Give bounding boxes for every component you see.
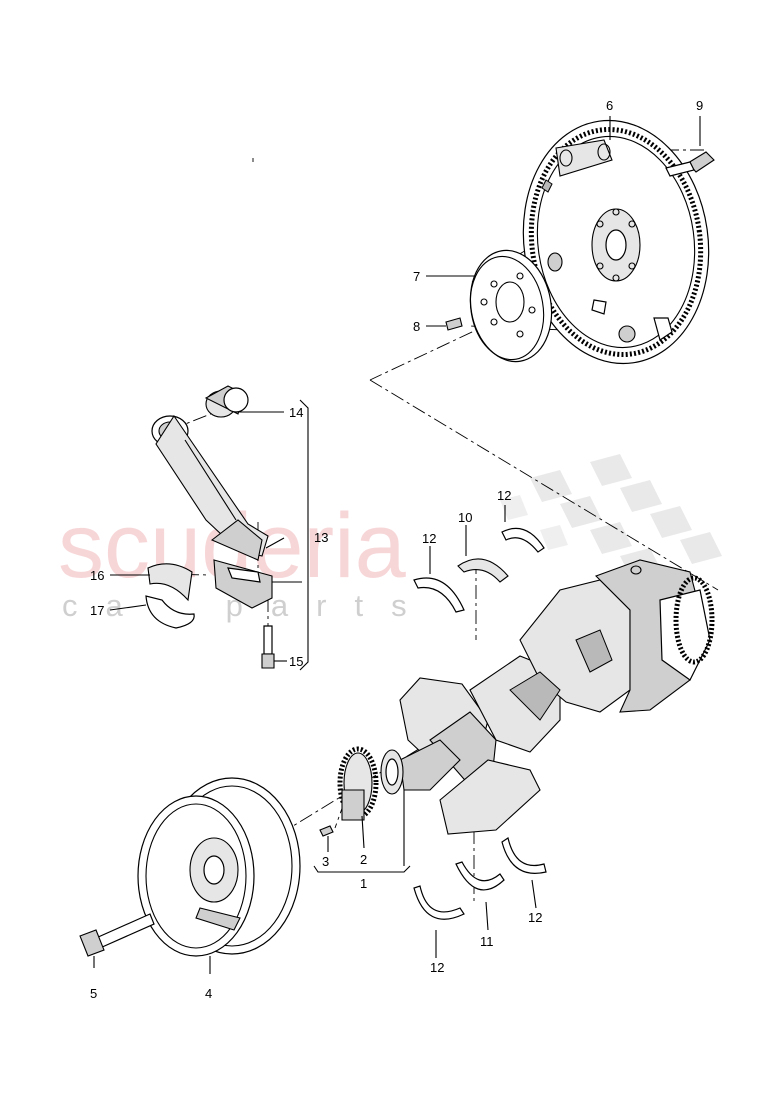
rod-bearing-shells xyxy=(145,563,195,629)
callout-10: 10 xyxy=(458,510,472,525)
callout-6: 6 xyxy=(606,98,613,113)
callout-1: 1 xyxy=(360,876,367,891)
callout-12-right: 12 xyxy=(528,910,542,925)
callout-8: 8 xyxy=(413,319,420,334)
adapter-plate xyxy=(469,249,553,363)
callout-3: 3 xyxy=(322,854,329,869)
vibration-damper xyxy=(137,777,301,957)
callout-labels: 1 2 3 4 5 6 7 8 9 10 11 12 12 12 12 13 1… xyxy=(90,98,703,1001)
leader-lines xyxy=(93,116,701,974)
flywheel-drive-plate xyxy=(522,119,710,365)
callout-5: 5 xyxy=(90,986,97,1001)
callout-12-bottom: 12 xyxy=(430,960,444,975)
crankshaft xyxy=(399,559,715,835)
callout-14: 14 xyxy=(289,405,303,420)
callout-2: 2 xyxy=(360,852,367,867)
callout-13: 13 xyxy=(314,530,328,545)
callout-4: 4 xyxy=(205,986,212,1001)
crankshaft-sprocket xyxy=(337,746,404,821)
dowel-pin xyxy=(445,317,463,331)
callout-12-left: 12 xyxy=(422,531,436,546)
main-bearing-shells xyxy=(413,527,547,920)
woodruff-key xyxy=(319,825,334,837)
connecting-rod xyxy=(151,415,273,609)
callout-15: 15 xyxy=(289,654,303,669)
damper-bolt xyxy=(79,913,155,957)
callout-12-top: 12 xyxy=(497,488,511,503)
callout-11: 11 xyxy=(480,934,494,949)
callout-17: 17 xyxy=(90,603,104,618)
small-end-bushing xyxy=(204,385,249,418)
callout-16: 16 xyxy=(90,568,104,583)
checkered-flag-watermark xyxy=(500,454,722,580)
callout-7: 7 xyxy=(413,269,420,284)
callout-9: 9 xyxy=(696,98,703,113)
flywheel-bolt xyxy=(665,151,715,177)
connecting-rod-bolt xyxy=(261,625,275,669)
